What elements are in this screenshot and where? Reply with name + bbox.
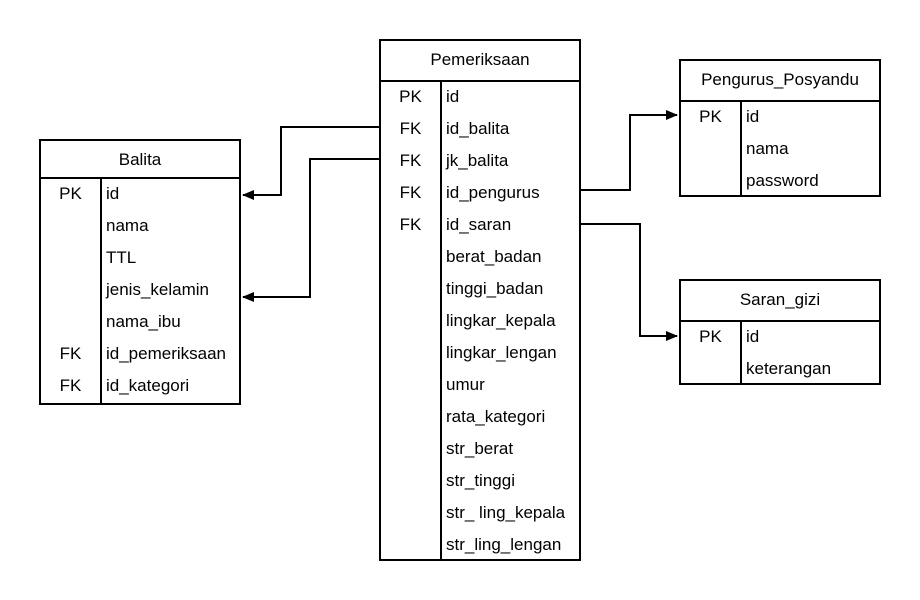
field-name: id_pemeriksaan (106, 344, 227, 363)
field-row: PK id (681, 322, 879, 354)
field-row: tinggi_badan (381, 274, 579, 306)
entity-title: Pengurus_Posyandu (681, 61, 879, 102)
entity-fields: PK id FK id_balita FK jk_balita FK id_pengur… (381, 82, 579, 561)
field-row: PK id (681, 102, 879, 134)
field-row: keterangan (681, 354, 879, 386)
key-label: PK (699, 327, 722, 346)
field-row: password (681, 166, 879, 198)
field-row: berat_badan (381, 242, 579, 274)
field-row: FK id_balita (381, 114, 579, 146)
key-label: FK (399, 215, 422, 234)
column-divider (100, 179, 102, 403)
entity-balita[interactable]: Balita PK id nama TTL jenis_kelamin nama_… (39, 139, 241, 405)
field-name: umur (446, 375, 485, 394)
field-name: str_ling_lengan (446, 535, 562, 554)
field-name: TTL (106, 248, 137, 267)
field-name: str_tinggi (446, 471, 515, 490)
field-name: id_kategori (106, 376, 190, 395)
field-name: berat_badan (446, 247, 542, 266)
field-name: id (746, 327, 760, 346)
field-name: id_pengurus (446, 183, 540, 202)
field-name: lingkar_kepala (446, 311, 556, 330)
field-name: str_berat (446, 439, 514, 458)
field-name: id (446, 87, 460, 106)
field-name: password (746, 171, 819, 190)
connector-id-pengurus-to-pengurus-id (580, 110, 678, 191)
key-label: FK (399, 119, 422, 138)
key-label: FK (399, 183, 422, 202)
field-row: str_berat (381, 434, 579, 466)
field-row: nama (41, 211, 239, 243)
field-row: str_ ling_kepala (381, 498, 579, 530)
field-name: id (746, 107, 760, 126)
key-label: FK (59, 376, 82, 395)
field-row: PK id (41, 179, 239, 211)
field-name: lingkar_lengan (446, 343, 557, 362)
column-divider (440, 82, 442, 561)
entity-pengurus-posyandu[interactable]: Pengurus_Posyandu PK id nama password (679, 59, 881, 197)
entity-fields: PK id nama TTL jenis_kelamin nama_ibu FK i… (41, 179, 239, 403)
field-name: jk_balita (446, 151, 509, 170)
key-label: FK (399, 151, 422, 170)
field-row: rata_kategori (381, 402, 579, 434)
field-row: str_ling_lengan (381, 530, 579, 562)
field-name: id (106, 184, 120, 203)
key-label: PK (59, 184, 82, 203)
entity-fields: PK id keterangan (681, 322, 879, 385)
field-row: TTL (41, 243, 239, 275)
column-divider (740, 322, 742, 385)
field-row: str_tinggi (381, 466, 579, 498)
field-name: id_balita (446, 119, 510, 138)
field-row: FK id_pemeriksaan (41, 339, 239, 371)
field-row: FK id_saran (381, 210, 579, 242)
entity-saran-gizi[interactable]: Saran_gizi PK id keterangan (679, 279, 881, 385)
connector-id-saran-to-saran-id (580, 223, 678, 341)
field-name: nama (106, 216, 149, 235)
field-row: nama_ibu (41, 307, 239, 339)
key-label: FK (59, 344, 82, 363)
field-name: nama_ibu (106, 312, 181, 331)
entity-fields: PK id nama password (681, 102, 879, 197)
connector-id-balita-to-balita-id (242, 126, 380, 200)
field-name: rata_kategori (446, 407, 546, 426)
field-name: str_ ling_kepala (446, 503, 566, 522)
field-row: nama (681, 134, 879, 166)
connector-jk-balita-to-jenis-kelamin (242, 158, 380, 302)
entity-pemeriksaan[interactable]: Pemeriksaan PK id FK id_balita FK jk_balita… (379, 39, 581, 561)
field-row: FK jk_balita (381, 146, 579, 178)
entity-title: Balita (41, 141, 239, 179)
field-row: PK id (381, 82, 579, 114)
key-label: PK (699, 107, 722, 126)
entity-title: Pemeriksaan (381, 41, 579, 82)
field-name: id_saran (446, 215, 512, 234)
field-row: umur (381, 370, 579, 402)
field-name: keterangan (746, 359, 832, 378)
field-name: jenis_kelamin (106, 280, 209, 299)
field-row: lingkar_lengan (381, 338, 579, 370)
column-divider (740, 102, 742, 197)
field-row: FK id_pengurus (381, 178, 579, 210)
field-row: jenis_kelamin (41, 275, 239, 307)
field-row: FK id_kategori (41, 371, 239, 403)
field-name: tinggi_badan (446, 279, 544, 298)
entity-title: Saran_gizi (681, 281, 879, 322)
field-name: nama (746, 139, 789, 158)
key-label: PK (399, 87, 422, 106)
field-row: lingkar_kepala (381, 306, 579, 338)
